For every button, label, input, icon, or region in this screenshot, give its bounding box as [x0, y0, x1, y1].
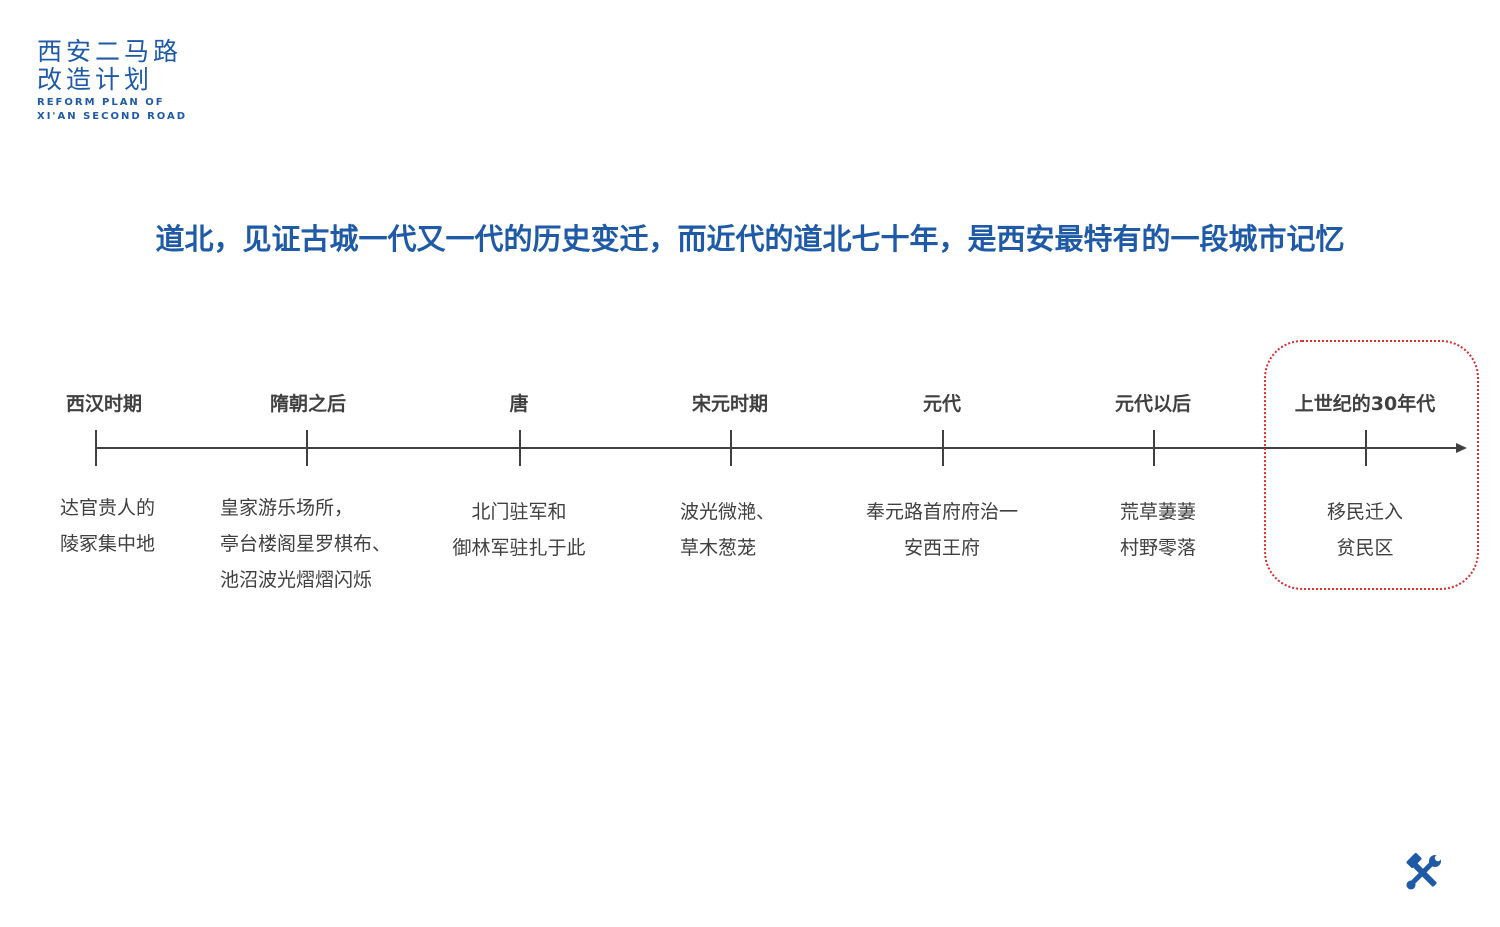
timeline-tick — [519, 430, 521, 466]
logo-subtitle-line2: XI'AN SECOND ROAD — [37, 111, 188, 122]
timeline-description-line: 荒草萋萋 — [1120, 501, 1197, 523]
timeline-tick — [95, 430, 97, 466]
timeline-tick — [730, 430, 732, 466]
timeline-description-line: 御林军驻扎于此 — [452, 537, 586, 559]
timeline-description: 荒草萋萋 村野零落 — [1120, 494, 1340, 566]
timeline-description: 移民迁入 贫民区 — [1255, 494, 1475, 566]
timeline-tick — [306, 430, 308, 466]
timeline-description-line: 村野零落 — [1120, 537, 1197, 559]
timeline-description: 波光微滟、 草木葱茏 — [680, 494, 900, 566]
timeline-description-line: 达官贵人的 — [60, 497, 156, 519]
timeline-description-line: 草木葱茏 — [680, 537, 757, 559]
timeline-description-line: 波光微滟、 — [680, 501, 776, 523]
logo-subtitle-line1: REFORM PLAN OF — [37, 97, 165, 108]
timeline-tick — [1153, 430, 1155, 466]
timeline-description: 皇家游乐场所， 亭台楼阁星罗棋布、 池沼波光熠熠闪烁 — [220, 490, 440, 598]
timeline-description-line: 安西王府 — [903, 537, 980, 559]
timeline-period: 宋元时期 — [691, 393, 768, 415]
timeline-description: 达官贵人的 陵冢集中地 — [60, 490, 280, 562]
timeline-period: 上世纪的30年代 — [1294, 393, 1436, 415]
timeline-period: 元代 — [922, 393, 961, 415]
timeline-description-line: 移民迁入 — [1326, 501, 1403, 523]
timeline-description-line: 亭台楼阁星罗棋布、 — [220, 533, 392, 555]
timeline-description-line: 陵冢集中地 — [60, 533, 156, 555]
logo: 西安二马路 改造计划 REFORM PLAN OF XI'AN SECOND R… — [37, 38, 187, 124]
timeline-axis — [95, 447, 1458, 449]
timeline-arrow-icon — [1456, 443, 1467, 453]
timeline-tick — [1365, 430, 1367, 466]
timeline-period: 元代以后 — [1114, 393, 1191, 415]
timeline-description-line: 池沼波光熠熠闪烁 — [220, 569, 373, 591]
timeline-description: 奉元路首府府治一 安西王府 — [832, 494, 1052, 566]
timeline-description-line: 奉元路首府府治一 — [865, 501, 1018, 523]
timeline-period: 西汉时期 — [65, 393, 142, 415]
page-headline: 道北，见证古城一代又一代的历史变迁，而近代的道北七十年，是西安最特有的一段城市记… — [155, 222, 1345, 256]
timeline-tick — [942, 430, 944, 466]
tools-icon — [1402, 852, 1444, 894]
timeline-description-line: 北门驻军和 — [471, 501, 567, 523]
timeline-description: 北门驻军和 御林军驻扎于此 — [409, 494, 629, 566]
timeline-description-line: 贫民区 — [1336, 537, 1394, 559]
timeline-period: 隋朝之后 — [269, 393, 346, 415]
timeline-description-line: 皇家游乐场所， — [220, 497, 354, 519]
timeline-highlight-box — [1264, 340, 1479, 590]
timeline-period: 唐 — [509, 393, 529, 415]
logo-title-line1: 西安二马路 — [37, 37, 183, 66]
logo-title-line2: 改造计划 — [37, 65, 154, 94]
